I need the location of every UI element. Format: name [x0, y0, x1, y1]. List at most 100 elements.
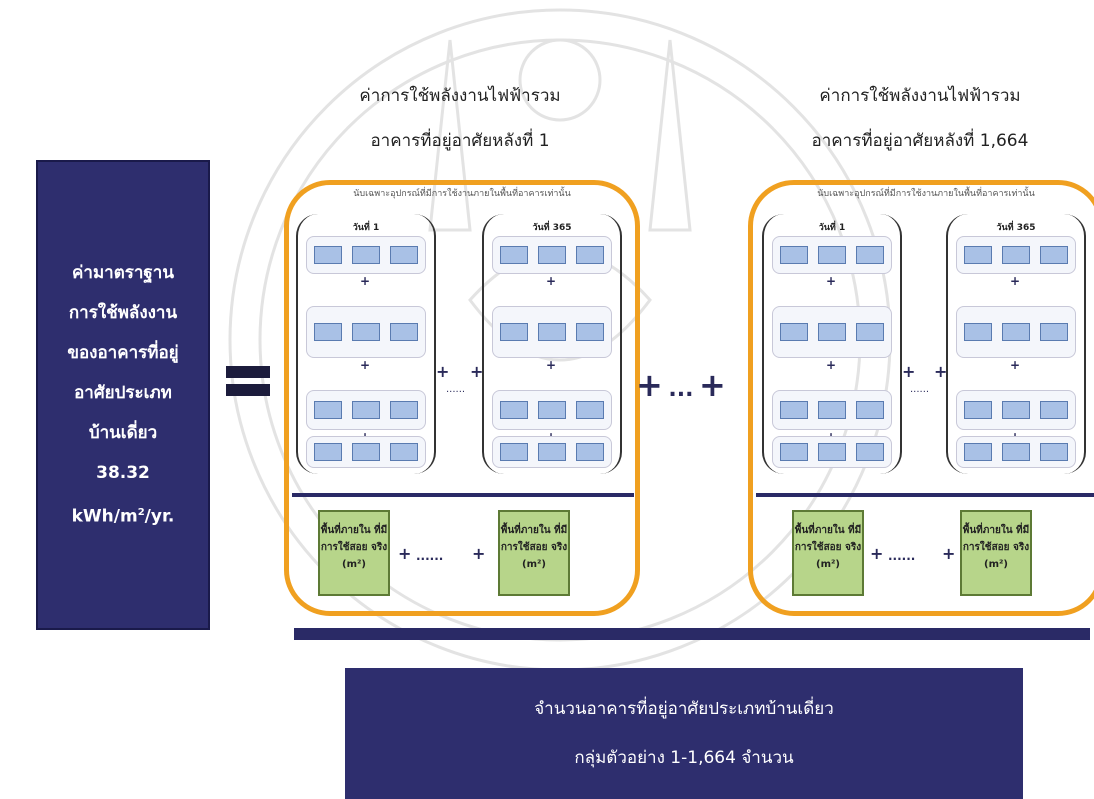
standard-value: 38.32 — [96, 463, 150, 484]
group2-caption: นับเฉพาะอุปกรณ์ที่มีการใช้งานภายในพื้นที… — [817, 189, 1035, 199]
group1-divider — [292, 493, 634, 497]
day-section-plus: + — [1010, 358, 1021, 372]
group1-day-last-title: วันที่ 365 — [532, 223, 572, 233]
flow-block — [964, 246, 992, 264]
equals-sign — [226, 362, 270, 400]
group1-caption: นับเฉพาะอุปกรณ์ที่มีการใช้งานภายในพื้นที… — [353, 189, 571, 199]
flow-block — [500, 401, 528, 419]
flow-block — [500, 323, 528, 341]
group2-day-dots: ...... — [910, 384, 930, 395]
flow-block — [818, 401, 846, 419]
standard-line-2: การใช้พลังงาน — [68, 303, 178, 324]
sample-count-line1: จำนวนอาคารที่อยู่อาศัยประเภทบ้านเดี่ยว — [534, 699, 834, 719]
group1-container — [284, 180, 640, 616]
flow-block — [576, 401, 604, 419]
flow-block — [538, 323, 566, 341]
group1-header: ค่าการใช้พลังงานไฟฟ้ารวม อาคารที่อยู่อาศ… — [270, 82, 650, 154]
group2-divider — [756, 493, 1094, 497]
flow-block — [856, 246, 884, 264]
flow-block — [352, 246, 380, 264]
flow-block — [1040, 246, 1068, 264]
group2-area-first: พื้นที่ภายใน ที่มีการใช้สอย จริง (m²) — [792, 510, 864, 596]
group2-area-plus-1: + — [870, 544, 884, 563]
flow-block — [538, 443, 566, 461]
flow-block — [314, 443, 342, 461]
group2-day-first-title: วันที่ 1 — [818, 223, 846, 233]
flow-block — [538, 246, 566, 264]
group2-area-plus-2: + — [942, 544, 956, 563]
group2-day-last: วันที่ 365 — [946, 214, 1086, 474]
group2-day-plus-2: + — [934, 362, 948, 381]
flow-block — [538, 401, 566, 419]
day-section-plus: + — [360, 274, 371, 288]
group2-area-last: พื้นที่ภายใน ที่มีการใช้สอย จริง (m²) — [960, 510, 1032, 596]
flow-block — [500, 443, 528, 461]
group1-day-plus-2: + — [470, 362, 484, 381]
standard-line-3: ของอาคารที่อยู่ — [67, 343, 179, 364]
group1-area-dots: ...... — [416, 549, 444, 563]
group2-day-first: วันที่ 1 — [762, 214, 902, 474]
group1-day-first: วันที่ 1 — [296, 214, 436, 474]
group1-day-last: วันที่ 365 — [482, 214, 622, 474]
flow-block — [1040, 443, 1068, 461]
flow-block — [964, 401, 992, 419]
flow-block — [1002, 443, 1030, 461]
group1-day-dots: ...... — [446, 384, 466, 395]
day-section-plus: + — [360, 358, 371, 372]
group2-container — [748, 180, 1094, 616]
flow-block — [576, 246, 604, 264]
flow-block — [780, 443, 808, 461]
flow-block — [1002, 246, 1030, 264]
standard-line-4: อาศัยประเภท — [74, 383, 172, 404]
big-plus-2: + — [699, 366, 726, 404]
flow-block — [964, 323, 992, 341]
flow-block — [1002, 323, 1030, 341]
flow-block — [780, 401, 808, 419]
day-section-plus: + — [546, 274, 557, 288]
group1-area-last: พื้นที่ภายใน ที่มีการใช้สอย จริง (m²) — [498, 510, 570, 596]
standard-unit: kWh/m2/yr. — [71, 506, 175, 527]
flow-block — [352, 323, 380, 341]
flow-block — [314, 401, 342, 419]
group1-title-line1: ค่าการใช้พลังงานไฟฟ้ารวม — [359, 86, 561, 106]
big-dots: ... — [668, 377, 694, 402]
flow-block — [1040, 323, 1068, 341]
sample-count-line2: กลุ่มตัวอย่าง 1-1,664 จำนวน — [574, 748, 794, 768]
group1-day-first-title: วันที่ 1 — [352, 223, 380, 233]
group2-area-dots: ...... — [888, 549, 916, 563]
group1-title-line2: อาคารที่อยู่อาศัยหลังที่ 1 — [370, 131, 550, 151]
flow-block — [390, 401, 418, 419]
day-section-plus: + — [826, 274, 837, 288]
flow-block — [1040, 401, 1068, 419]
flow-block — [390, 443, 418, 461]
standard-line-1: ค่ามาตราฐาน — [72, 263, 174, 284]
flow-block — [856, 443, 884, 461]
day-section-plus: + — [826, 358, 837, 372]
flow-block — [500, 246, 528, 264]
flow-block — [780, 323, 808, 341]
flow-block — [856, 401, 884, 419]
day-section-plus: + — [546, 358, 557, 372]
group1-area-plus-2: + — [472, 544, 486, 563]
flow-block — [314, 323, 342, 341]
flow-block — [964, 443, 992, 461]
between-groups-connector: + ... + — [636, 366, 726, 404]
flow-block — [818, 246, 846, 264]
flow-block — [576, 443, 604, 461]
flow-block — [352, 401, 380, 419]
standard-line-5: บ้านเดี่ยว — [88, 423, 158, 444]
flow-block — [818, 323, 846, 341]
sample-count-box: จำนวนอาคารที่อยู่อาศัยประเภทบ้านเดี่ยว ก… — [345, 668, 1023, 799]
flow-block — [1002, 401, 1030, 419]
group2-title-line2: อาคารที่อยู่อาศัยหลังที่ 1,664 — [811, 131, 1029, 151]
standard-value-box: ค่ามาตราฐาน การใช้พลังงาน ของอาคารที่อยู… — [36, 160, 210, 630]
flow-block — [314, 246, 342, 264]
big-plus-1: + — [636, 366, 663, 404]
group1-area-plus-1: + — [398, 544, 412, 563]
group2-title-line1: ค่าการใช้พลังงานไฟฟ้ารวม — [819, 86, 1021, 106]
flow-block — [352, 443, 380, 461]
day-section-plus: + — [1010, 274, 1021, 288]
flow-block — [576, 323, 604, 341]
bottom-divider-bar — [294, 628, 1090, 640]
flow-block — [390, 323, 418, 341]
